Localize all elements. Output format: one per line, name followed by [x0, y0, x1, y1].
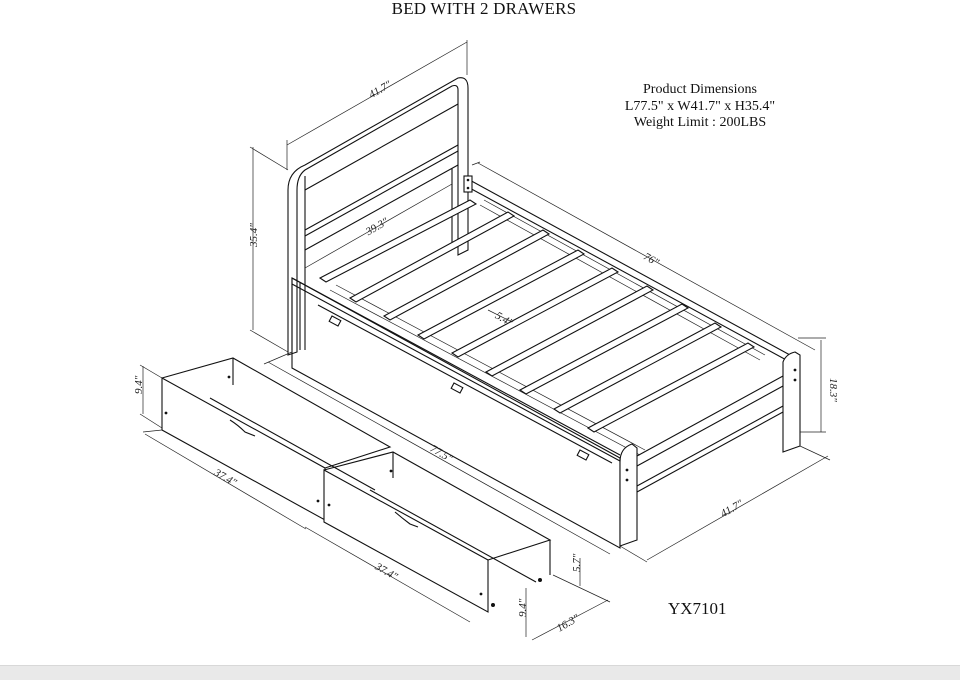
- specs-dimensions: L77.5" x W41.7" x H35.4": [624, 98, 776, 114]
- product-specs: Product Dimensions L77.5" x W41.7" x H35…: [590, 82, 810, 132]
- specs-weight-limit: Weight Limit : 200LBS: [633, 115, 767, 130]
- dim-inner-length: 76": [641, 251, 661, 269]
- dim-drawer2-height: 9.4": [517, 598, 529, 617]
- dimension-lines: [139, 40, 831, 641]
- dim-inner-width: 39.3": [363, 216, 391, 239]
- dim-headboard-width: 41.7": [367, 79, 394, 102]
- dim-headboard-height: 35.4": [248, 223, 260, 248]
- dim-footboard-width: 41.7": [719, 498, 746, 521]
- dim-drawer2-length: 37.4": [372, 560, 400, 583]
- model-number: YX7101: [668, 599, 727, 618]
- dim-drawer1-height: 9.4": [133, 375, 145, 394]
- footboard: [619, 351, 801, 547]
- slats: [318, 199, 756, 433]
- dim-drawer2-depth: 16.3": [555, 612, 582, 635]
- drawing-canvas: BED WITH 2 DRAWERS Product Dimensions L7…: [0, 0, 960, 666]
- headboard: [287, 77, 469, 356]
- dim-drawer2-inner-height: 5.7": [571, 553, 583, 572]
- viewer-bottom-bar: [0, 666, 960, 680]
- dim-overall-length: 77.5": [428, 443, 455, 466]
- drawing-title: BED WITH 2 DRAWERS: [391, 0, 577, 18]
- bed-frame: [291, 175, 791, 549]
- bed-line-drawing: 41.7" 35.4" 39.3" 76" 5.4" 77.5" 41.7" 1…: [133, 40, 839, 641]
- specs-heading: Product Dimensions: [643, 82, 757, 97]
- drawer-2: [323, 451, 552, 613]
- dim-foot-height: 18.3": [827, 378, 839, 402]
